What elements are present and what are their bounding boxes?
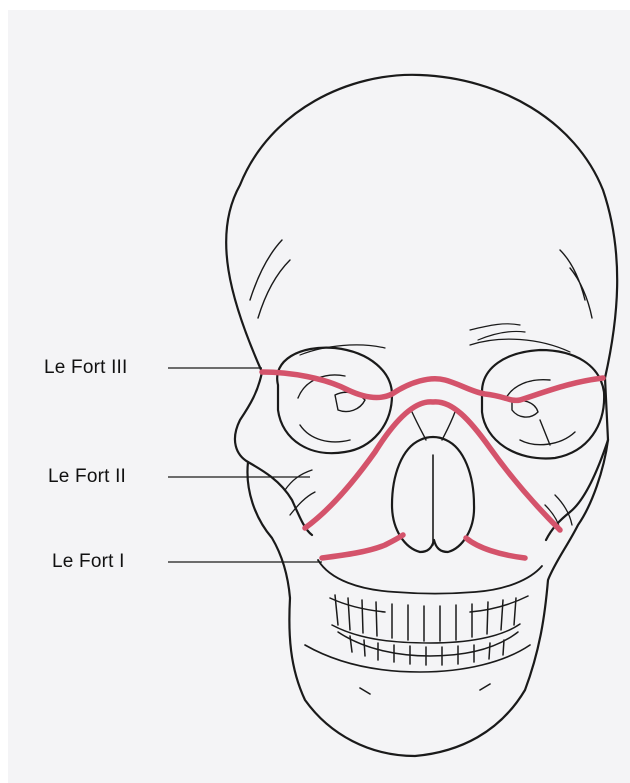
chin-detail <box>360 684 490 694</box>
right-orbit-inner <box>505 380 575 445</box>
left-cheek <box>248 462 312 535</box>
label-le-fort-3: Le Fort III <box>44 357 128 379</box>
label-le-fort-2: Le Fort II <box>48 466 126 488</box>
temporal-line-right <box>560 250 592 318</box>
le-fort-1-line-right <box>466 538 525 558</box>
le-fort-3-line <box>262 372 603 400</box>
le-fort-1-line-left <box>322 535 403 558</box>
maxilla <box>318 560 542 594</box>
temporal-line-left <box>250 240 290 318</box>
left-orbit <box>277 348 392 454</box>
skull-outline <box>226 75 617 756</box>
upper-teeth <box>330 595 528 643</box>
right-orbit <box>482 350 604 458</box>
label-le-fort-1: Le Fort I <box>52 551 125 573</box>
mandible-inner <box>305 645 530 672</box>
nasal-bones <box>412 412 455 440</box>
